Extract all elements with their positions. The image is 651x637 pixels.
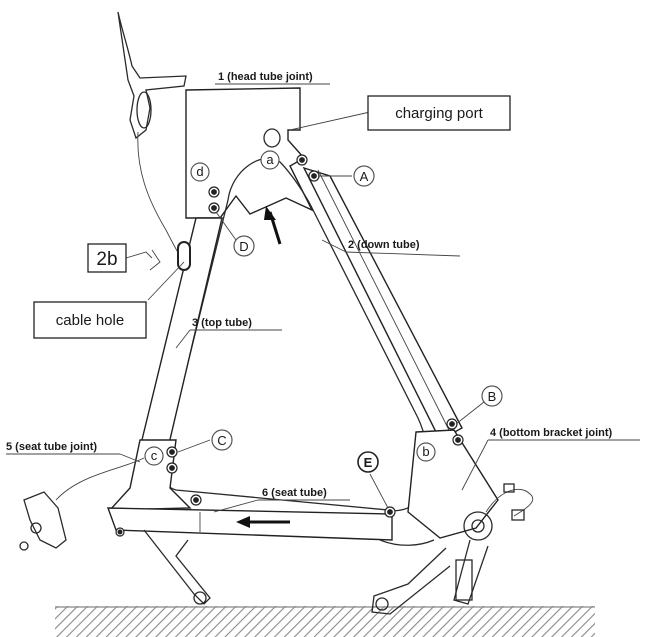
tag-2b-callout: 2b xyxy=(87,243,127,273)
bottom-bracket-joint xyxy=(371,429,534,615)
head-tube-joint xyxy=(185,87,314,219)
cable-hole-callout: cable hole xyxy=(33,301,147,339)
point-a: a xyxy=(260,150,280,170)
point-c: c xyxy=(144,446,164,466)
charging-port-label: charging port xyxy=(395,105,483,122)
ground-hatch xyxy=(55,606,595,637)
cable-hole-label: cable hole xyxy=(56,312,124,329)
charging-port-callout: charging port xyxy=(367,95,511,131)
down-tube xyxy=(302,166,463,441)
point-C-label: C xyxy=(217,433,226,448)
point-D-label: D xyxy=(239,239,248,254)
seat-tube-joint xyxy=(108,439,192,511)
cable-hole-icon xyxy=(125,241,191,271)
point-E-label: E xyxy=(364,455,373,470)
point-d: d xyxy=(190,162,210,182)
point-b: b xyxy=(416,442,436,462)
point-D: D xyxy=(233,235,255,257)
rear-brake xyxy=(19,457,145,551)
point-C: C xyxy=(211,429,233,451)
point-b-label: b xyxy=(422,444,429,459)
part-6-label: 6 (seat tube) xyxy=(262,487,327,499)
part-4-label: 4 (bottom bracket joint) xyxy=(490,427,613,439)
point-B-label: B xyxy=(488,389,497,404)
bolts xyxy=(115,154,464,537)
brake-lever xyxy=(117,11,187,271)
point-d-label: d xyxy=(196,164,203,179)
part-2-label: 2 (down tube) xyxy=(348,239,420,251)
part-5-label: 5 (seat tube joint) xyxy=(6,441,97,453)
direction-arrow-left xyxy=(236,516,290,528)
tag-2b-label: 2b xyxy=(96,249,117,270)
point-B: B xyxy=(481,385,503,407)
point-a-label: a xyxy=(266,152,274,167)
point-c-label: c xyxy=(151,448,158,463)
point-A-label: A xyxy=(360,169,369,184)
point-E: E xyxy=(357,451,379,473)
part-3-label: 3 (top tube) xyxy=(192,317,252,329)
point-A: A xyxy=(353,165,375,187)
kickstand xyxy=(143,529,435,605)
direction-arrow-up xyxy=(264,206,282,245)
charging-port-icon xyxy=(263,128,281,148)
part-1-label: 1 (head tube joint) xyxy=(218,71,313,83)
leader-lines xyxy=(6,83,640,513)
